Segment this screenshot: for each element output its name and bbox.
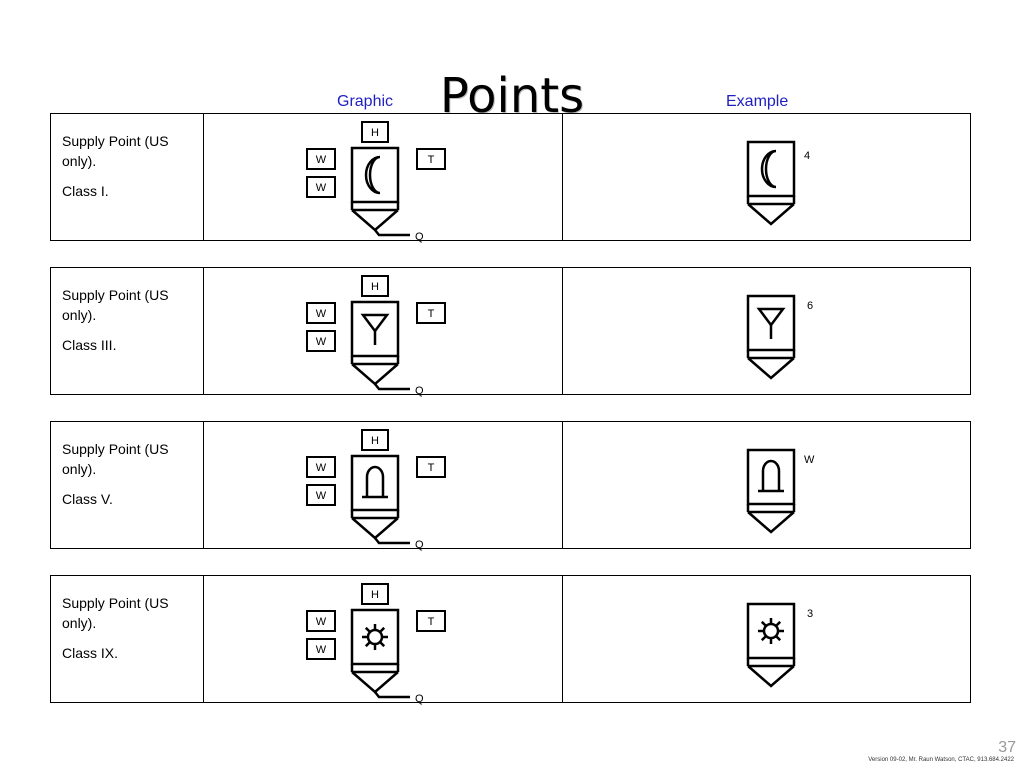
- w-modifier-lower: W: [316, 336, 327, 348]
- graphic-cell: H W W T Q: [204, 114, 563, 243]
- t-modifier: T: [428, 308, 435, 320]
- example-column-header: Example: [726, 93, 789, 110]
- table-row: Supply Point (US only). Class IX. H W W …: [50, 575, 971, 705]
- supply-point-example-symbol: [746, 448, 796, 534]
- t-modifier: T: [428, 462, 435, 474]
- example-value: 4: [804, 150, 811, 162]
- q-modifier: Q: [415, 539, 424, 551]
- supply-point-symbol: [350, 454, 400, 540]
- t-modifier: T: [428, 616, 435, 628]
- w-modifier-upper: W: [316, 616, 327, 628]
- supply-point-symbol: [350, 608, 400, 694]
- h-modifier: H: [371, 127, 379, 139]
- graphic-symbol: H W W T Q: [306, 275, 446, 397]
- row-label: Supply Point (US only).: [62, 133, 169, 169]
- w-modifier-upper: W: [316, 154, 327, 166]
- supply-point-example-symbol: [746, 294, 796, 380]
- gear-icon: [758, 618, 784, 644]
- h-modifier: H: [371, 589, 379, 601]
- fuel-funnel-icon: [756, 307, 786, 339]
- supply-point-symbol: [350, 146, 400, 232]
- graphic-cell: H W W T Q: [204, 422, 563, 551]
- q-modifier: Q: [415, 231, 424, 243]
- example-value: 6: [807, 300, 814, 312]
- description-cell: Supply Point (US only). Class IX.: [51, 576, 204, 702]
- example-cell: 4: [563, 114, 970, 240]
- row-class-label: Class III.: [62, 337, 117, 353]
- supply-point-example-symbol: [746, 140, 796, 226]
- q-modifier: Q: [415, 385, 424, 397]
- h-modifier: H: [371, 281, 379, 293]
- example-cell: W: [563, 422, 970, 548]
- gear-icon: [362, 624, 388, 650]
- table-row: Supply Point (US only). Class V. H W W T: [50, 421, 971, 551]
- row-class-label: Class I.: [62, 183, 109, 199]
- w-modifier-upper: W: [316, 308, 327, 320]
- graphic-symbol: H W W T Q: [306, 583, 446, 705]
- row-label: Supply Point (US only).: [62, 595, 169, 631]
- ammunition-icon: [362, 465, 388, 499]
- table-row: Supply Point (US only). Class III. H W W…: [50, 267, 971, 397]
- page-title: Points: [439, 68, 585, 124]
- q-modifier: Q: [415, 693, 424, 705]
- example-symbol: [746, 140, 796, 226]
- w-modifier-lower: W: [316, 490, 327, 502]
- example-cell: 6: [563, 268, 970, 394]
- description-cell: Supply Point (US only). Class III.: [51, 268, 204, 394]
- version-note: Version 09-02, Mr. Raun Watson, CTAC, 91…: [868, 757, 1014, 763]
- example-cell: 3: [563, 576, 970, 702]
- page-number: 37: [998, 739, 1016, 756]
- supply-point-example-symbol: [746, 602, 796, 688]
- w-modifier-lower: W: [316, 182, 327, 194]
- graphic-symbol: H W W T Q: [306, 429, 446, 551]
- h-modifier: H: [371, 435, 379, 447]
- example-symbol: [746, 294, 796, 380]
- graphic-cell: H W W T Q: [204, 268, 563, 397]
- ammunition-icon: [758, 459, 784, 493]
- supply-point-symbol: [350, 300, 400, 386]
- w-modifier-lower: W: [316, 644, 327, 656]
- row-class-label: Class V.: [62, 491, 113, 507]
- row-label: Supply Point (US only).: [62, 441, 169, 477]
- row-label: Supply Point (US only).: [62, 287, 169, 323]
- description-cell: Supply Point (US only). Class V.: [51, 422, 204, 548]
- moon-icon: [760, 149, 777, 189]
- graphic-cell: H W W T Q: [204, 576, 563, 705]
- w-modifier-upper: W: [316, 462, 327, 474]
- example-value: W: [804, 454, 815, 466]
- row-class-label: Class IX.: [62, 645, 119, 661]
- moon-icon: [364, 155, 381, 195]
- example-symbol: [746, 448, 796, 534]
- description-cell: Supply Point (US only). Class I.: [51, 114, 204, 240]
- graphic-column-header: Graphic: [337, 93, 394, 110]
- fuel-funnel-icon: [360, 313, 390, 345]
- table-row: Supply Point (US only). Class I. H W W T: [50, 113, 971, 243]
- example-value: 3: [807, 608, 814, 620]
- t-modifier: T: [428, 154, 435, 166]
- example-symbol: [746, 602, 796, 688]
- graphic-symbol: H W W T Q: [306, 121, 446, 243]
